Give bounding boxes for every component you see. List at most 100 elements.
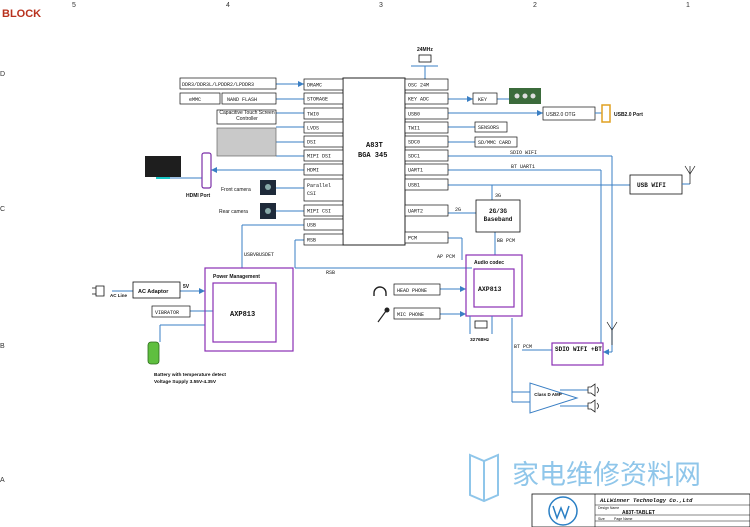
soc-pin-left-box xyxy=(303,121,344,134)
soc-pin-left-label: HDMI xyxy=(307,168,319,174)
crystal-24m xyxy=(418,54,432,63)
page-name-label: Page Name xyxy=(614,517,633,521)
project-name: A83T-TABLET xyxy=(622,510,655,516)
soc-pin-right-box xyxy=(404,149,449,162)
soc-pin-left-box xyxy=(303,135,344,148)
usb-power-label: USBVBUSDET xyxy=(244,252,274,258)
plug-icon xyxy=(92,285,105,297)
battery-note-1: Battery with temperature detect xyxy=(154,372,226,378)
design-name-label: Design Name xyxy=(598,506,619,510)
wifi-antenna-icon xyxy=(684,165,696,175)
sensors-box xyxy=(474,121,508,133)
touch-panel xyxy=(216,127,277,157)
soc-chip xyxy=(342,77,406,246)
amp-label: Class D AMP xyxy=(534,392,562,397)
soc-pin-right-box xyxy=(404,178,449,191)
soc-package: BGA 345 xyxy=(358,152,387,160)
amp-triangle xyxy=(529,382,579,414)
baseband-label: 2G/3G Baseband xyxy=(483,208,513,223)
rsb-bus-label: RSB xyxy=(326,270,335,276)
soc-pin-left-box xyxy=(303,78,344,91)
soc-pin-left-label: LVDS xyxy=(307,126,319,132)
soc-pin-left-box xyxy=(303,92,344,105)
ac-adaptor-label: AC Adaptor xyxy=(138,289,169,295)
soc-pin-left-label: Parallel xyxy=(307,183,331,189)
soc-pin-left-label: MIPI DSI xyxy=(307,154,331,160)
soc-pin-right-box xyxy=(404,78,449,91)
soc-pin-right-label: TWI1 xyxy=(408,126,420,132)
bt-antenna-icon xyxy=(606,321,618,331)
emmc-label: eMMC xyxy=(189,97,201,103)
soc-pin-left-box xyxy=(303,233,344,246)
sd-card-box xyxy=(474,136,518,148)
nand-label: NAND FLASH xyxy=(227,97,257,103)
signal-2g-label: 2G xyxy=(455,207,461,213)
usb-otg-label: USB2.0 OTG xyxy=(546,112,576,118)
watermark-text: 家电维修资料网 xyxy=(512,460,701,491)
soc-pin-right-label: PCM xyxy=(408,236,417,242)
head-phone-label: HEAD PHONE xyxy=(397,288,427,294)
headphone-icon xyxy=(373,286,387,296)
row-label-a: A xyxy=(0,477,5,484)
codec-chip xyxy=(473,268,515,308)
memory-label: DDR3/DDR3L/LPDDR2/LPDDR3 xyxy=(182,82,254,88)
mic-icon xyxy=(377,310,387,323)
emmc-box xyxy=(179,92,221,105)
soc-pin-right-box xyxy=(404,135,449,148)
ac-line-label: AC Line xyxy=(110,293,127,298)
soc-pin-right-box xyxy=(404,231,449,244)
soc-pin-right-box xyxy=(404,121,449,134)
usb-port-label: USB2.0 Port xyxy=(614,112,643,118)
sd-card-label: SD/MMC CARD xyxy=(478,140,511,146)
company-name: ALLWinner Technology Co.,Ltd xyxy=(599,497,693,504)
soc-pin-right-label: OSC 24M xyxy=(408,83,429,89)
block-title: BLOCK xyxy=(2,8,41,20)
soc-pin-left-box xyxy=(303,163,344,176)
soc-pin-right-box xyxy=(404,163,449,176)
soc-pin-right-box xyxy=(404,92,449,105)
soc-name: A83T xyxy=(366,142,383,150)
soc-pin-left-label: MIPI CSI xyxy=(307,209,331,215)
soc-pin-left-label: STORAGE xyxy=(307,97,328,103)
soc-pin-left-label: DRAMC xyxy=(307,83,322,89)
soc-pin-right-label: SDC1 xyxy=(408,154,420,160)
column-label-1: 1 xyxy=(686,2,690,9)
soc-pin-right-label: SDC0 xyxy=(408,140,420,146)
rear-camera-label: Rear camera xyxy=(219,209,248,215)
battery-icon xyxy=(147,341,160,365)
key-box xyxy=(472,92,498,105)
soc-pin-left-label: CSI xyxy=(307,191,316,197)
watermark-book-icon xyxy=(469,453,499,503)
hdmi-connector xyxy=(201,152,212,189)
touch-controller-label: Capacitive Touch Screen Controller xyxy=(219,110,275,122)
column-label-3: 3 xyxy=(379,2,383,9)
monitor-icon xyxy=(145,156,181,177)
usb-wifi-label: USB WIFI xyxy=(637,182,666,189)
ap-pcm-label: AP PCM xyxy=(437,254,455,260)
soc-pin-left-label: DSI xyxy=(307,140,316,146)
speaker-left-icon xyxy=(587,383,599,397)
row-label-b: B xyxy=(0,343,5,350)
ac-adaptor-box xyxy=(132,281,181,299)
sensors-label: SENSORS xyxy=(478,125,499,131)
soc-pin-left-label: RSB xyxy=(307,238,316,244)
key-label: KEY xyxy=(478,97,487,103)
soc-pin-right-label: UART2 xyxy=(408,209,423,215)
column-label-4: 4 xyxy=(226,2,230,9)
sdio-wifi-bt-label: SDIO WIFI +BT xyxy=(555,346,602,353)
audio-codec-box xyxy=(465,254,523,317)
company-logo xyxy=(548,496,578,526)
mic-phone-label: MIC PHONE xyxy=(397,312,424,318)
codec-chip-label: AXP813 xyxy=(478,286,502,293)
soc-pin-right-label: KEY ADC xyxy=(408,97,429,103)
hdmi-port-label: HDMI Port xyxy=(186,193,211,199)
mic-phone-box xyxy=(393,307,441,320)
title-block xyxy=(531,493,750,527)
touch-controller-box xyxy=(216,109,277,125)
power-management-box xyxy=(204,267,294,352)
sdio-wifi-signal: SDIO WIFI xyxy=(510,150,537,156)
signal-3g-label: 3G xyxy=(495,193,501,199)
soc-pin-left-box xyxy=(303,178,344,202)
soc-pin-left-box xyxy=(303,204,344,217)
